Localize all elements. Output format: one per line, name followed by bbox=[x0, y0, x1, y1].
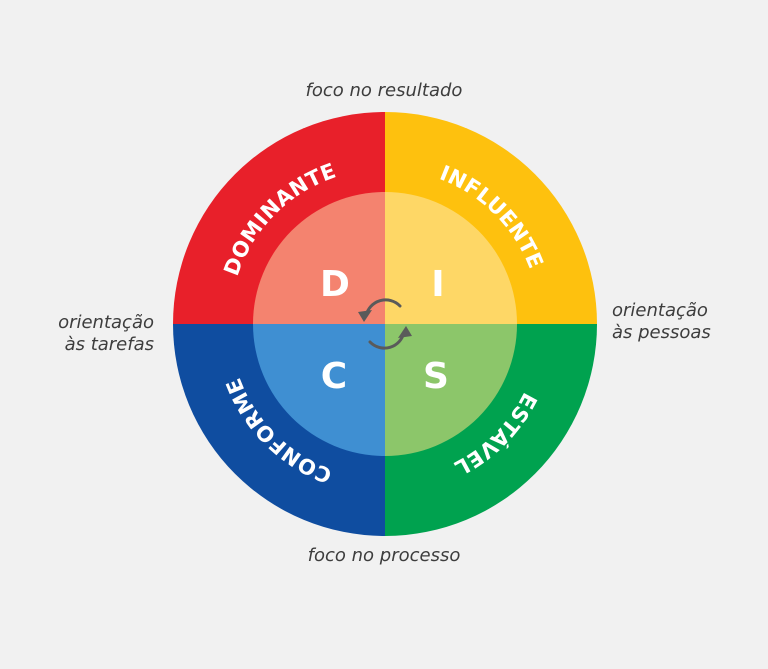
axis-label-left-line2: às tarefas bbox=[64, 334, 154, 355]
cycle-arrows-icon bbox=[358, 298, 412, 350]
letter-i: I bbox=[431, 264, 444, 305]
inner-quadrant-estavel bbox=[385, 324, 517, 456]
letter-s: S bbox=[423, 356, 449, 397]
inner-quadrant-influente bbox=[385, 192, 517, 324]
axis-label-right-line1: orientação bbox=[612, 300, 708, 321]
axis-label-left-line1: orientação bbox=[58, 312, 154, 333]
axis-label-left: orientação às tarefas bbox=[30, 312, 154, 356]
inner-quadrant-conforme bbox=[253, 324, 385, 456]
letter-c: C bbox=[321, 356, 347, 397]
inner-quadrant-dominante bbox=[253, 192, 385, 324]
axis-label-right-line2: às pessoas bbox=[612, 322, 711, 343]
letter-d: D bbox=[320, 264, 350, 305]
axis-label-right: orientação às pessoas bbox=[612, 300, 742, 344]
axis-label-top: foco no resultado bbox=[305, 80, 463, 101]
axis-label-bottom: foco no processo bbox=[307, 545, 461, 566]
